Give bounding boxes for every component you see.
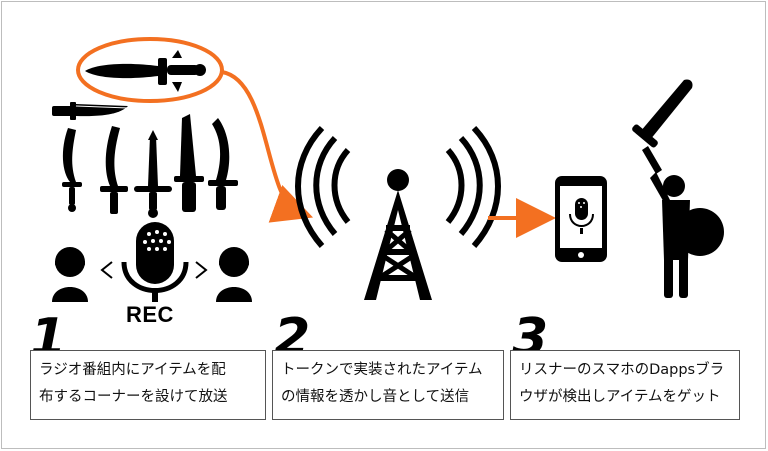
step-box-1: ラジオ番組内にアイテムを配 布するコーナーを設けて放送	[30, 350, 266, 420]
step-text-line: ウザが検出しアイテムをゲット	[519, 389, 721, 405]
rec-label: REC	[126, 302, 174, 327]
sword-icon	[52, 102, 238, 218]
smartphone-icon	[555, 176, 607, 262]
step-text-line: 布するコーナーを設けて放送	[39, 389, 228, 405]
person-icon	[195, 247, 252, 302]
step-text-line: リスナーのスマホのDappsブラ	[519, 362, 725, 378]
dagger-icon	[85, 50, 206, 92]
warrior-icon	[632, 79, 693, 298]
step-box-2: トークンで実装されたアイテム の情報を透かし音として送信	[272, 350, 504, 420]
step-text-line: の情報を透かし音として送信	[281, 389, 470, 405]
shield-icon	[676, 208, 724, 256]
arrow-broadcast	[221, 70, 314, 223]
step-text-line: ラジオ番組内にアイテムを配	[39, 362, 226, 378]
microphone-icon	[121, 222, 189, 302]
step-box-3: リスナーのスマホのDappsブラ ウザが検出しアイテムをゲット	[510, 350, 740, 420]
person-icon	[52, 247, 113, 302]
radio-tower-icon	[295, 125, 501, 300]
highlight-ellipse	[76, 37, 224, 103]
step-text-line: トークンで実装されたアイテム	[281, 362, 483, 378]
